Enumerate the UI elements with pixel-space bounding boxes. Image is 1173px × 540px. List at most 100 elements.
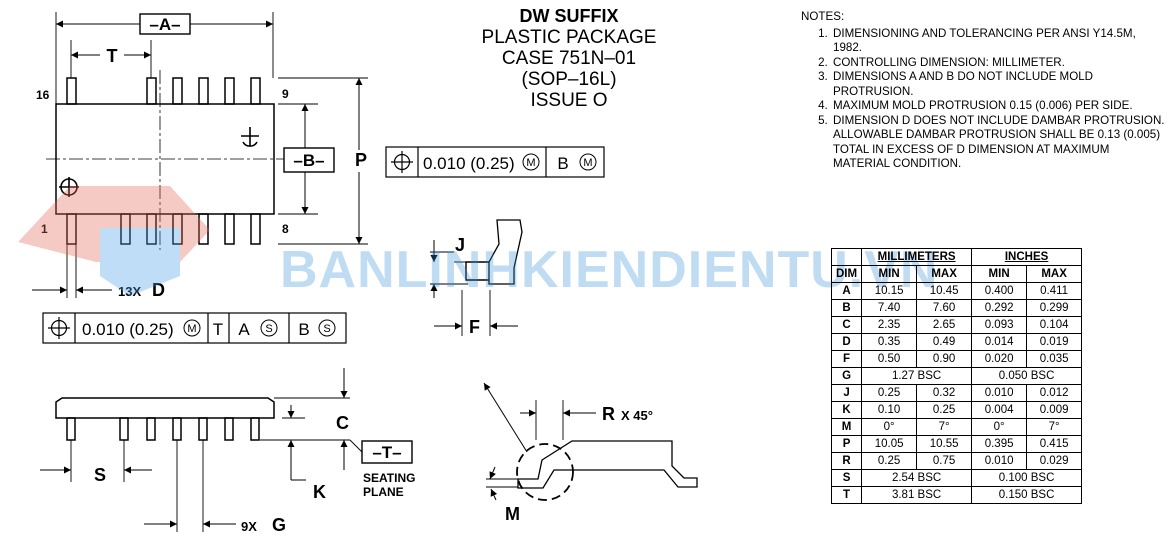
dim-g-label: G [272,515,286,535]
note-item: DIMENSIONS A AND B DO NOT INCLUDE MOLD P… [831,70,1166,99]
table-cell: 0.411 [1026,282,1083,300]
datum-t-label: –T– [372,443,401,462]
table-cell: 0.395 [971,435,1028,453]
lead-detail [430,219,523,336]
seating-plane-1: SEATING [363,471,415,485]
dim-g-count: 9X [241,519,257,534]
table-cell: B [830,299,863,317]
table-cell: 0.104 [1026,316,1083,334]
title-line5: ISSUE O [530,90,608,111]
datum-a-label: –A– [149,15,180,34]
note-item: DIMENSION D DOES NOT INCLUDE DAMBAR PROT… [831,114,1166,172]
table-cell: 0° [861,418,918,436]
fcf-d-mod1: M [187,323,196,335]
notes-block: NOTES: DIMENSIONING AND TOLERANCING PER … [801,10,1166,172]
table-cell: 0.35 [861,333,918,351]
pin-1-label: 1 [41,222,48,236]
dim-f-label: F [469,317,480,337]
title-line4: (SOP–16L) [521,69,617,90]
mm-max-header: MAX [916,265,973,283]
dim-header: DIM [830,265,863,283]
fcf-d-mod2: S [265,323,272,335]
table-cell: 0.292 [971,299,1028,317]
dim-c-label: C [336,413,349,433]
table-cell: 2.35 [861,316,918,334]
table-cell: A [830,282,863,300]
in-min-header: MIN [971,265,1028,283]
table-cell: 0.25 [861,384,918,402]
in-header: INCHES [971,248,1083,266]
side-view [40,368,413,532]
table-cell: 0.150 BSC [971,486,1083,504]
watermark-text: BANLINHKIENDIENTU.VN [280,241,939,299]
table-cell: G [830,367,863,385]
table-cell: 1.27 BSC [861,367,973,385]
fcf-b [385,146,605,178]
fcf-b-value: 0.010 (0.25) [423,154,515,173]
table-cell: 0.49 [916,333,973,351]
table-cell: C [830,316,863,334]
dim-s-label: S [94,465,106,485]
table-cell: 0.415 [1026,435,1083,453]
top-pins [66,77,261,105]
table-cell: 0.019 [1026,333,1083,351]
table-cell: 10.15 [861,282,918,300]
title-block: DW SUFFIX PLASTIC PACKAGE CASE 751N–01 (… [463,6,675,111]
table-cell: 0.90 [916,350,973,368]
note-item: DIMENSIONING AND TOLERANCING PER ANSI Y1… [831,27,1166,56]
top-view [32,12,368,298]
fcf-b-datum: B [557,154,568,173]
mm-min-header: MIN [861,265,918,283]
pin-9-label: 9 [282,87,289,101]
mm-header: MILLIMETERS [861,248,973,266]
fcf-d-datum1: T [213,320,223,339]
fcf-d [42,312,347,344]
dim-r-label: R [602,404,615,424]
table-cell: 0.400 [971,282,1028,300]
table-cell: 7.60 [916,299,973,317]
note-item: MAXIMUM MOLD PROTRUSION 0.15 (0.006) PER… [831,99,1166,114]
table-cell: F [830,350,863,368]
side-pins [66,417,260,441]
table-cell: 0.012 [1026,384,1083,402]
dim-k-label: K [313,482,326,502]
table-cell: 0.100 BSC [971,469,1083,487]
table-cell: 0° [971,418,1028,436]
seating-plane-2: PLANE [363,485,404,499]
table-cell: 0.050 BSC [971,367,1083,385]
table-cell: R [830,452,863,470]
table-cell: 0.299 [1026,299,1083,317]
table-cell: 7.40 [861,299,918,317]
table-cell: J [830,384,863,402]
dim-t-label: T [107,46,118,66]
notes-heading: NOTES: [801,10,845,23]
bottom-pins [66,213,261,245]
table-cell: 0.10 [861,401,918,419]
fcf-d-datum2: A [238,320,250,339]
dim-d-count: 13X [118,284,141,299]
dim-r-angle: X 45° [621,408,653,423]
table-cell: 0.029 [1026,452,1083,470]
watermark-logo [18,186,210,296]
table-cell: P [830,435,863,453]
table-cell: 2.54 BSC [861,469,973,487]
dim-j-label: J [455,235,465,255]
table-cell: 3.81 BSC [861,486,973,504]
table-cell: 0.035 [1026,350,1083,368]
table-cell: D [830,333,863,351]
dim-p-label: P [355,150,367,170]
table-cell: 0.25 [916,401,973,419]
